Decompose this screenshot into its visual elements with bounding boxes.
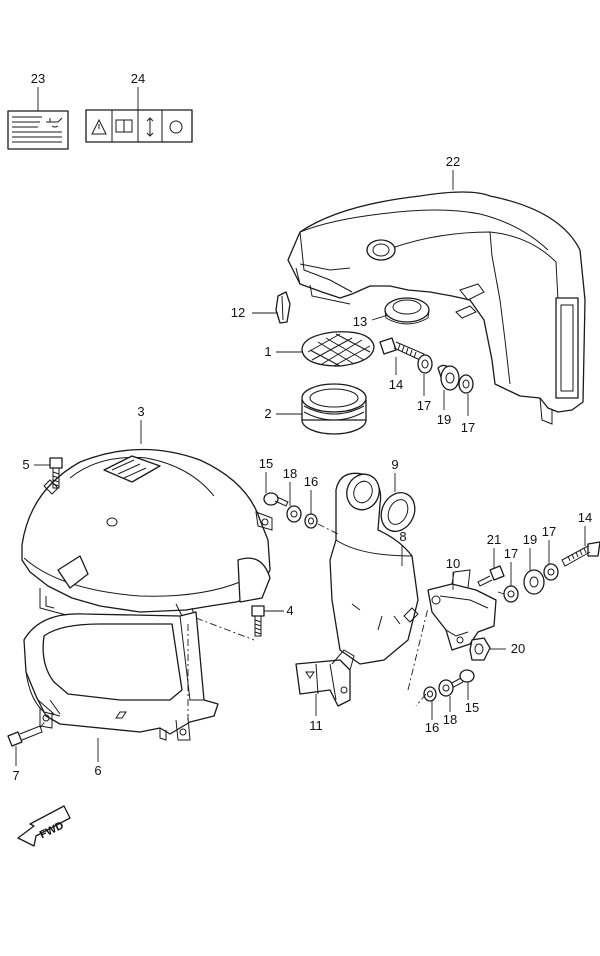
screen-1 bbox=[301, 331, 375, 367]
callout-13: 13 bbox=[353, 314, 367, 329]
bracket-plate-6 bbox=[23, 611, 219, 741]
warning-decal-24 bbox=[85, 109, 193, 143]
callout-18b: 18 bbox=[443, 712, 457, 727]
grommet-13 bbox=[384, 297, 430, 325]
washer-18b bbox=[438, 679, 454, 697]
collar-17d bbox=[543, 563, 559, 581]
callout-19b: 19 bbox=[523, 532, 537, 547]
collar-16b bbox=[423, 686, 437, 702]
callout-8: 8 bbox=[399, 529, 406, 544]
callout-23: 23 bbox=[31, 71, 45, 86]
clip-12 bbox=[275, 291, 291, 324]
callout-12: 12 bbox=[231, 305, 245, 320]
bolt-14-upper bbox=[379, 337, 425, 361]
bolt-15b bbox=[449, 669, 475, 689]
bracket-11 bbox=[295, 649, 355, 707]
callout-5: 5 bbox=[22, 457, 29, 472]
air-duct-22 bbox=[287, 191, 586, 425]
callout-1: 1 bbox=[264, 344, 271, 359]
callout-7: 7 bbox=[12, 768, 19, 783]
callout-16b: 16 bbox=[425, 720, 439, 735]
bolt-4 bbox=[251, 605, 265, 637]
label-decal-23 bbox=[7, 110, 69, 150]
callout-16a: 16 bbox=[304, 474, 318, 489]
callout-17c: 17 bbox=[504, 546, 518, 561]
callout-17b: 17 bbox=[461, 420, 475, 435]
callout-2: 2 bbox=[264, 406, 271, 421]
grommet-9 bbox=[380, 492, 416, 532]
callout-21: 21 bbox=[487, 532, 501, 547]
silencer-cover-3 bbox=[21, 448, 273, 623]
collar-17b bbox=[458, 374, 474, 394]
callout-15a: 15 bbox=[259, 456, 273, 471]
grommet-19b bbox=[523, 569, 545, 595]
callout-15b: 15 bbox=[465, 700, 479, 715]
collar-17c bbox=[503, 585, 519, 603]
collar-17a bbox=[417, 354, 433, 374]
callout-24: 24 bbox=[131, 71, 145, 86]
fwd-arrow-icon: FWD bbox=[17, 805, 71, 847]
callout-18a: 18 bbox=[283, 466, 297, 481]
callout-4: 4 bbox=[286, 603, 293, 618]
seal-ring-2 bbox=[301, 383, 367, 435]
callouts: 23 24 22 12 13 1 14 17 2 19 17 3 5 15 9 … bbox=[12, 71, 592, 783]
bolt-15a bbox=[263, 492, 289, 507]
bolt-14-lower bbox=[561, 541, 600, 567]
resonator-8 bbox=[329, 472, 419, 665]
callout-17d: 17 bbox=[542, 524, 556, 539]
grommet-19a bbox=[437, 364, 460, 391]
collar-16a bbox=[304, 513, 318, 529]
callout-14b: 14 bbox=[578, 510, 592, 525]
callout-11: 11 bbox=[309, 718, 323, 733]
callout-20: 20 bbox=[511, 641, 525, 656]
bolt-7 bbox=[7, 725, 43, 747]
callout-22: 22 bbox=[446, 154, 460, 169]
callout-6: 6 bbox=[94, 763, 101, 778]
bracket-10 bbox=[427, 569, 497, 651]
callout-17a: 17 bbox=[417, 398, 431, 413]
callout-10: 10 bbox=[446, 556, 460, 571]
bolt-21 bbox=[477, 565, 505, 587]
callout-3: 3 bbox=[137, 404, 144, 419]
clamp-20 bbox=[469, 637, 491, 661]
washer-18a bbox=[286, 505, 302, 523]
callout-9: 9 bbox=[391, 457, 398, 472]
callout-19a: 19 bbox=[437, 412, 451, 427]
callout-14a: 14 bbox=[389, 377, 403, 392]
